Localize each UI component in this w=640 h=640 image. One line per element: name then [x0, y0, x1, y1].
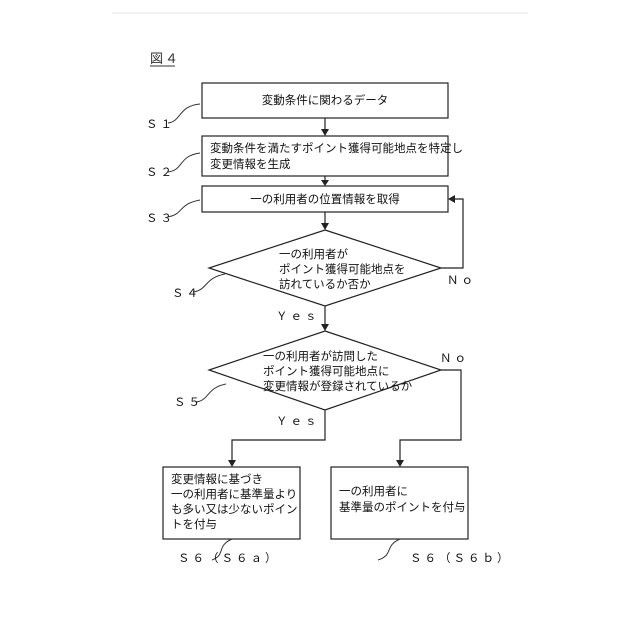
step-s5-text-line1: 一の利用者が訪問した: [263, 349, 378, 363]
step-s6b: 一の利用者に 基準量のポイントを付与: [331, 467, 468, 539]
step-s2: 変動条件を満たすポイント獲得可能地点を特定し 変更情報を生成: [202, 136, 463, 176]
label-s3: Ｓ３: [146, 211, 175, 225]
label-s1: Ｓ１: [146, 117, 175, 131]
step-s6a: 変更情報に基づき 一の利用者に基準量より も多い又は少ないポイン トを付与: [163, 467, 300, 539]
step-s6a-text-line3: も多い又は少ないポイン: [171, 502, 298, 516]
arrowhead-s3-s4: [321, 223, 329, 230]
arrowhead-s4-no: [448, 195, 455, 203]
arrowhead-s5-no: [396, 460, 404, 467]
step-s2-text-line1: 変動条件を満たすポイント獲得可能地点を特定し: [210, 141, 463, 155]
label-s5-yes: Ｙｅｓ: [276, 414, 320, 428]
step-s4-text-line3: 訪れているか否か: [279, 277, 371, 291]
label-s4-yes: Ｙｅｓ: [276, 309, 320, 323]
step-s4-text-line1: 一の利用者が: [279, 247, 348, 261]
step-s1-text: 変動条件に関わるデータ: [262, 93, 389, 107]
step-s6b-text-line1: 一の利用者に: [339, 484, 408, 498]
leader-s6b: [378, 539, 400, 560]
step-s5: 一の利用者が訪問した ポイント獲得可能地点に 変更情報が登録されているか: [209, 331, 441, 410]
label-s5-no: Ｎｏ: [440, 351, 469, 365]
label-s2: Ｓ２: [146, 165, 175, 179]
label-s6b: Ｓ６（Ｓ６ｂ）: [410, 551, 512, 565]
step-s6a-text-line4: トを付与: [171, 517, 217, 531]
label-s5: Ｓ５: [174, 395, 203, 409]
arrowhead-s2-s3: [321, 180, 329, 186]
step-s6a-text-line1: 変更情報に基づき: [171, 472, 263, 486]
step-s5-text-line3: 変更情報が登録されているか: [263, 379, 413, 393]
arrowhead-s4-s5: [321, 324, 329, 331]
arrowhead-s1-s2: [321, 129, 329, 136]
figure-title: 図４: [150, 52, 180, 67]
arrowhead-s5-yes: [228, 460, 236, 467]
step-s2-text-line2: 変更情報を生成: [210, 157, 291, 171]
step-s4: 一の利用者が ポイント獲得可能地点を 訪れているか否か: [209, 230, 441, 306]
step-s4-text-line2: ポイント獲得可能地点を: [279, 262, 406, 276]
label-s4: Ｓ４: [172, 286, 201, 300]
step-s3: 一の利用者の位置情報を取得: [202, 186, 448, 212]
label-s6a: Ｓ６（Ｓ６ａ）: [178, 551, 280, 565]
step-s1: 変動条件に関わるデータ: [202, 83, 448, 118]
step-s6b-text-line2: 基準量のポイントを付与: [339, 500, 466, 514]
step-s5-text-line2: ポイント獲得可能地点に: [263, 364, 390, 378]
step-s6a-text-line2: 一の利用者に基準量より: [171, 487, 297, 501]
step-s3-text: 一の利用者の位置情報を取得: [250, 192, 400, 206]
label-s4-no: Ｎｏ: [447, 273, 476, 287]
